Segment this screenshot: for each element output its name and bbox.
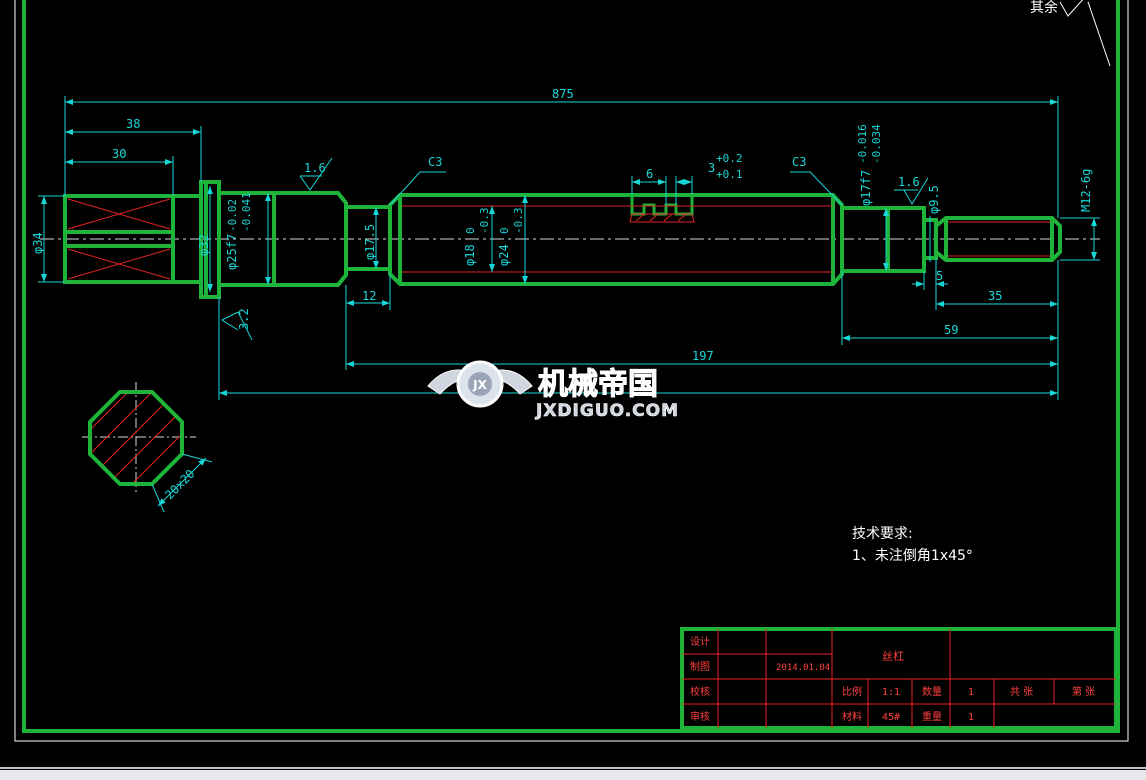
dim-dia-17-tol-upper: -0.016 [856, 124, 869, 164]
dimension-lines [38, 96, 1100, 400]
hatch-1 [90, 392, 151, 461]
dim-30: 30 [112, 147, 126, 161]
section-lines [67, 198, 1050, 280]
dim-dia-18: φ18 [463, 244, 477, 266]
tb-sheets-total: 共 张 [1010, 686, 1033, 698]
dim-5: 5 [936, 269, 943, 283]
tb-date: 2014.01.04 [776, 663, 830, 673]
groove-hatch-1 [635, 213, 645, 222]
dim-dia-25-tol-lower: -0.041 [240, 192, 253, 232]
tb-qty-value: 1 [968, 687, 974, 698]
tb-scale-label: 比例 [842, 685, 862, 698]
dim-3-tol-lower: +0.1 [716, 168, 743, 181]
watermark-gear-hub [468, 372, 492, 396]
dim-dia-25-tol-upper: -0.02 [226, 199, 239, 232]
roughness-16b-value: 1.6 [898, 175, 920, 189]
dim-3: 3 [708, 161, 715, 175]
dim-dia-24-tol-upper: 0 [498, 227, 511, 234]
groove-hatch-4 [677, 213, 687, 222]
chamfer-c3-left: C3 [428, 155, 442, 169]
tb-material-value: 45# [882, 712, 900, 723]
flat-cross-4 [67, 248, 171, 280]
dim-875: 875 [552, 87, 574, 101]
dim-38: 38 [126, 117, 140, 131]
tb-part-name: 丝杠 [882, 650, 904, 663]
dim-dia-34: φ34 [31, 232, 45, 254]
dim-dia-17-tol-lower: -0.034 [870, 124, 883, 164]
dim-dia-17-5: φ17.5 [363, 224, 377, 260]
roughness-16-symbol [299, 157, 333, 191]
dim-thread-m12: M12-6g [1079, 169, 1093, 212]
tb-sheet-no: 第 张 [1072, 685, 1095, 698]
leader-c3-left [389, 171, 446, 206]
outer-frame [14, 0, 1129, 742]
dim-dia-18-tol-upper: 0 [464, 227, 477, 234]
roughness-32-value: 3.2 [237, 308, 251, 330]
tb-design: 设计 [690, 635, 710, 648]
roughness-leader [1087, 1, 1111, 67]
tb-audit: 审核 [690, 710, 710, 723]
dim-dia-25: φ25f7 [225, 234, 239, 270]
watermark: JX 机械帝国 JXDIGUO.COM [427, 360, 679, 421]
watermark-badge: JX [472, 378, 487, 392]
tb-qty-label: 数量 [922, 685, 942, 698]
dim-59: 59 [944, 323, 958, 337]
groove-hatch-2 [649, 213, 659, 222]
roughness-symbol [1059, 0, 1084, 17]
dim-dia-24-tol-lower: -0.3 [512, 208, 525, 235]
dim-dia-9-5: φ9.5 [927, 185, 941, 214]
dim-dia-18-tol-lower: -0.3 [478, 208, 491, 235]
other-roughness-note: 其余 [1030, 0, 1111, 67]
dimension-texts: 875 38 30 12 197 59 35 5 6 3 +0.2 +0.1 C… [31, 87, 1093, 363]
other-roughness-label: 其余 [1030, 0, 1058, 16]
hatch-2 [90, 392, 163, 473]
groove-hatch-3 [663, 213, 673, 222]
dim-dia-17f7: φ17f7 [859, 170, 873, 206]
tb-weight-value: 1 [968, 712, 974, 723]
watermark-en: JXDIGUO.COM [535, 401, 679, 421]
shaft-section-25 [217, 191, 348, 287]
title-block: 设计 制图 校核 审核 2014.01.04 丝杠 比例 1:1 数量 1 共 … [680, 627, 1118, 730]
tech-line-1: 1、未注倒角1x45° [852, 548, 973, 564]
leader-c3-right [790, 171, 843, 206]
title-block-grid [682, 629, 1116, 728]
square-dim-line [157, 457, 207, 507]
tb-draw: 制图 [690, 660, 710, 673]
dim-6: 6 [646, 167, 653, 181]
title-block-texts: 设计 制图 校核 审核 2014.01.04 丝杠 比例 1:1 数量 1 共 … [690, 635, 1095, 723]
tb-material-label: 材料 [842, 710, 862, 723]
dim-12: 12 [362, 289, 376, 303]
roughness-32-symbol [220, 311, 239, 331]
dim-3-tol-upper: +0.2 [716, 152, 743, 165]
dim-197: 197 [692, 349, 714, 363]
chamfer-c3-right: C3 [792, 155, 806, 169]
tech-title: 技术要求: [852, 526, 913, 542]
dim-dia-32: φ32 [197, 234, 211, 256]
flat-cross-2 [67, 198, 171, 230]
inner-frame [22, 0, 1120, 733]
hatch-5 [107, 417, 182, 484]
tb-scale-value: 1:1 [882, 687, 900, 698]
dim-35: 35 [988, 289, 1002, 303]
roughness-32-leader [237, 311, 253, 341]
roughness-16b-symbol [903, 177, 929, 205]
dim-dia-24: φ24 [497, 244, 511, 266]
tb-weight-label: 重量 [922, 710, 942, 723]
tb-check: 校核 [690, 685, 710, 698]
roughness-16-value: 1.6 [304, 161, 326, 175]
shaft-thread-end [934, 216, 1062, 262]
watermark-cn: 机械帝国 [538, 367, 658, 402]
